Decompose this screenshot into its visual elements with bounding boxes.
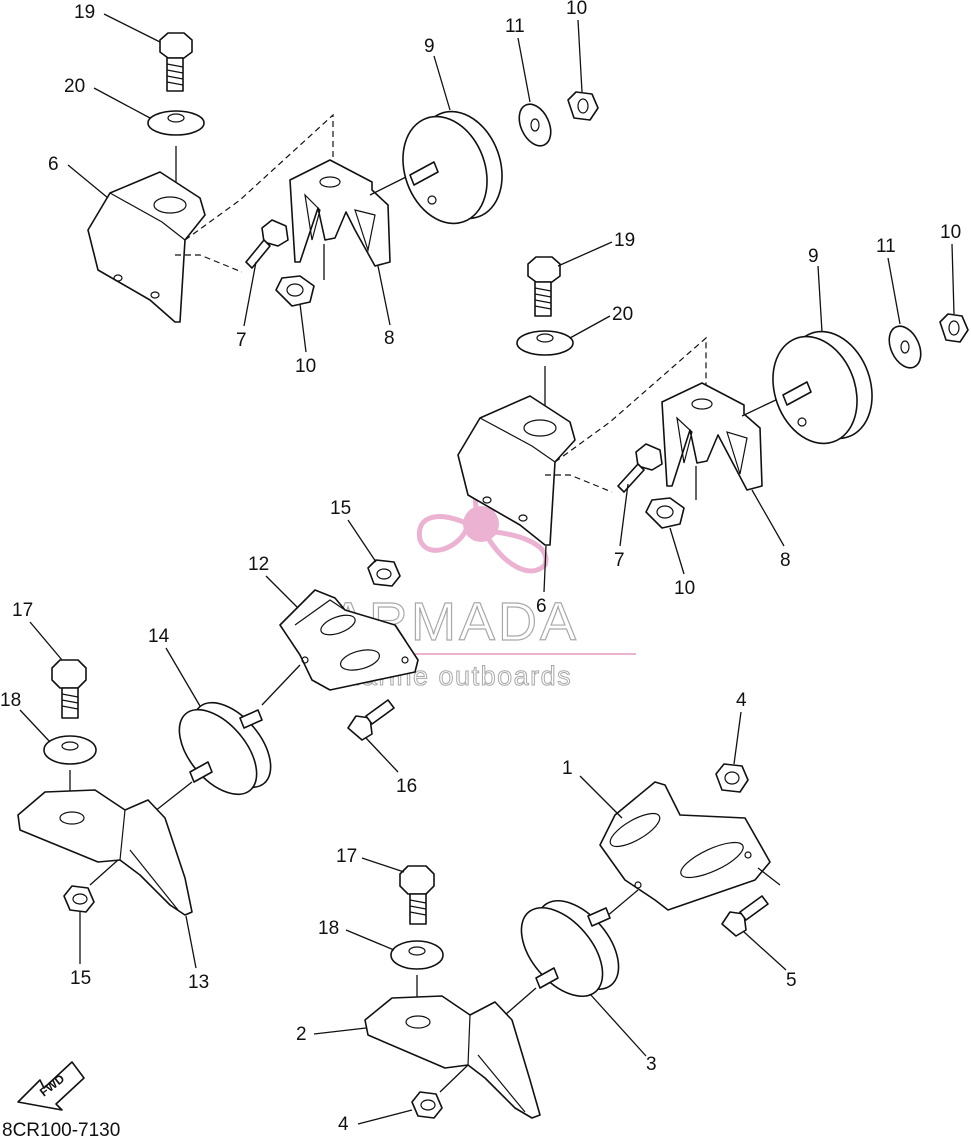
rubber-mount-3-icon (520, 899, 620, 998)
washer-18b-icon (390, 940, 444, 970)
middle-left-assembly (17, 559, 419, 916)
washer-20b-icon (516, 330, 574, 356)
callout-18a: 18 (0, 690, 21, 711)
rubber-mount-9-icon (402, 110, 503, 225)
callout-4b: 4 (338, 1114, 349, 1135)
nut-10-icon (275, 275, 315, 307)
bolt-7-icon (245, 219, 289, 269)
callout-3: 3 (646, 1054, 657, 1075)
bolt-7b-icon (617, 443, 663, 493)
callout-16: 16 (396, 776, 417, 797)
callout-20a: 20 (64, 76, 85, 97)
callout-14: 14 (148, 626, 170, 647)
nut-4-icon (715, 763, 749, 793)
bracket-13-icon (17, 789, 193, 916)
callout-7b: 7 (614, 550, 625, 571)
callout-17a: 17 (12, 600, 33, 621)
callout-1: 1 (562, 758, 573, 779)
callout-4a: 4 (736, 690, 747, 711)
callout-9b: 9 (808, 246, 819, 267)
nut-10d-icon (645, 497, 685, 529)
callout-10c: 10 (940, 222, 961, 243)
callout-6a: 6 (48, 154, 59, 175)
callout-11a: 11 (505, 16, 525, 37)
washer-18-icon (43, 735, 97, 765)
callout-15b: 15 (70, 968, 91, 989)
callout-17b: 17 (336, 846, 357, 867)
bolt-5-icon (721, 895, 769, 937)
callout-8b: 8 (780, 550, 791, 571)
nut-15-icon (367, 559, 401, 587)
callout-13: 13 (188, 972, 209, 993)
bolt-17b-icon (399, 865, 435, 925)
callout-10d: 10 (674, 578, 695, 599)
upper-right-assembly (457, 256, 969, 546)
lower-right-assembly (364, 763, 781, 1119)
washer-20-icon (147, 110, 205, 136)
nut-10c-icon (939, 313, 969, 343)
callout-6b: 6 (536, 596, 547, 617)
callout-7a: 7 (236, 330, 247, 351)
bracket-8b-icon (661, 382, 763, 491)
bracket-12-icon (279, 589, 419, 691)
callout-15a: 15 (330, 498, 351, 519)
callout-19a: 19 (74, 2, 95, 23)
bracket-2-icon (364, 995, 541, 1119)
callout-20b: 20 (612, 304, 633, 325)
washer-11b-icon (888, 325, 922, 369)
upper-left-assembly (87, 32, 599, 323)
callout-18b: 18 (318, 918, 339, 939)
bolt-19-icon (159, 32, 193, 92)
nut-10b-icon (567, 91, 599, 121)
callout-19b: 19 (614, 230, 635, 251)
callout-10a: 10 (295, 356, 316, 377)
rubber-mount-14-icon (178, 701, 272, 796)
bracket-1-icon (599, 781, 771, 911)
bracket-8-icon (289, 159, 391, 267)
diagram-code: 8CR100-7130 (2, 1120, 120, 1138)
bolt-16-icon (347, 699, 395, 741)
callout-10b: 10 (566, 0, 587, 19)
bracket-6-icon (87, 171, 206, 323)
fwd-arrow-icon: FWD (17, 1061, 85, 1111)
callout-12: 12 (248, 554, 269, 575)
nut-15b-icon (63, 885, 95, 913)
callout-5: 5 (786, 970, 797, 991)
nut-4b-icon (411, 1091, 443, 1119)
bolt-19b-icon (527, 256, 561, 317)
washer-11-icon (518, 103, 552, 147)
callout-11b: 11 (876, 236, 896, 257)
callout-2: 2 (296, 1024, 307, 1045)
bolt-17-icon (51, 659, 87, 719)
rubber-mount-9b-icon (772, 330, 873, 445)
callout-9a: 9 (424, 36, 435, 57)
callout-8a: 8 (384, 328, 395, 349)
